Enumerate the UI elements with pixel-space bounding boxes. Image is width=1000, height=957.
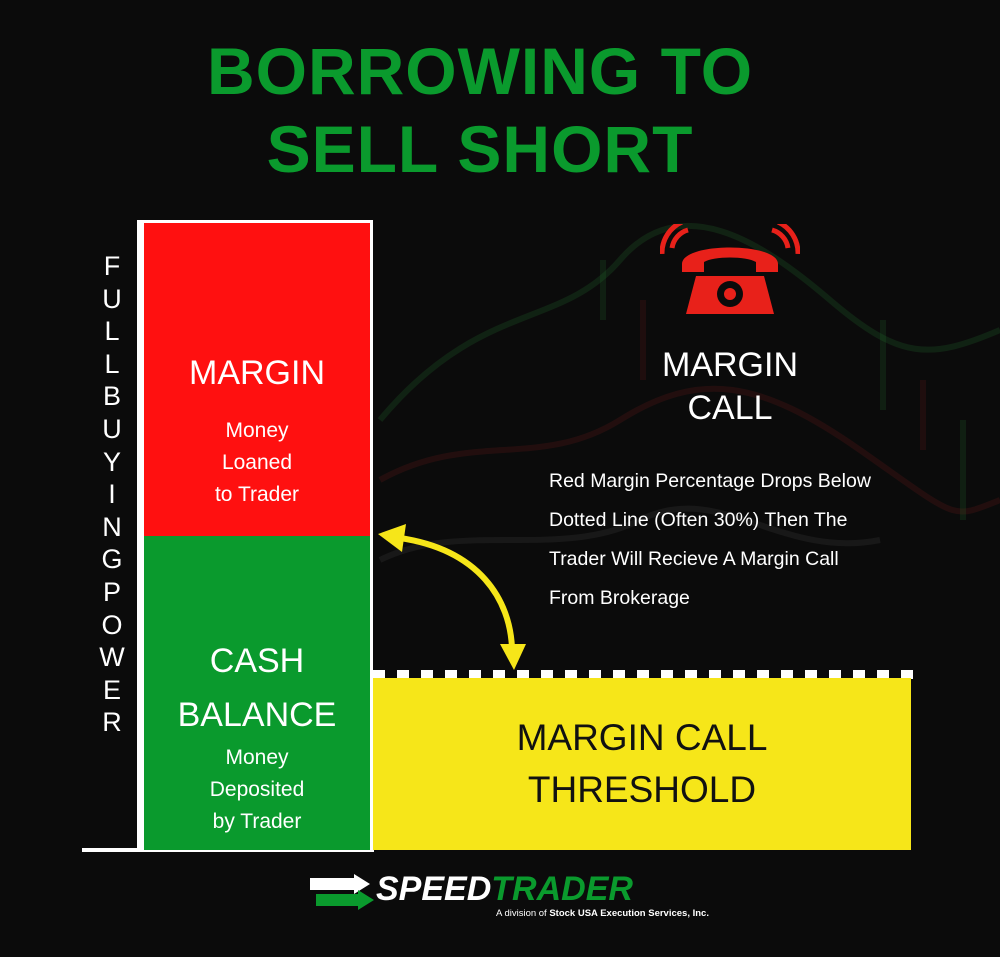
bracket-bottom-line <box>82 848 374 852</box>
margin-call-title: MARGIN CALL <box>600 344 860 430</box>
desc-line-4: From Brokerage <box>549 587 690 609</box>
logo-sub-company: Stock USA Execution Services, Inc. <box>549 908 709 919</box>
logo-subtitle: A division of Stock USA Execution Servic… <box>496 908 709 919</box>
threshold-line-1: MARGIN CALL <box>516 717 768 758</box>
vertical-letter: B <box>102 381 121 412</box>
speedtrader-arrows-icon <box>310 874 374 910</box>
vertical-letter: P <box>102 576 121 607</box>
margin-sub-2: Loaned <box>221 451 293 474</box>
logo-speed: SPEED <box>376 870 492 908</box>
vertical-letter: F <box>103 251 121 281</box>
logo-sub-prefix: A division of <box>496 908 547 919</box>
vertical-letter: L <box>104 316 120 347</box>
speedtrader-logo: SPEEDTRADER A division of Stock USA Exec… <box>310 868 710 928</box>
cash-sub-3: by Trader <box>212 810 302 833</box>
desc-line-2: Dotted Line (Often 30%) Then The <box>549 509 848 531</box>
margin-call-title-1: MARGIN <box>662 346 798 384</box>
margin-call-title-2: CALL <box>687 389 773 427</box>
vertical-letter: W <box>99 642 125 673</box>
cash-sub-2: Deposited <box>209 778 305 801</box>
cash-balance-box: CASH BALANCE Money Deposited by Trader <box>141 536 373 850</box>
title-line-2: SELL SHORT <box>266 112 694 186</box>
desc-line-1: Red Margin Percentage Drops Below <box>549 470 871 492</box>
double-headed-curved-arrow <box>378 524 526 670</box>
vertical-letter: Y <box>102 446 121 477</box>
bracket-top-line <box>137 220 141 852</box>
ringing-telephone-icon <box>660 224 800 314</box>
full-buying-power-label: F U L L B U Y I N G P O W E R <box>92 250 132 739</box>
logo-wordmark: SPEEDTRADER <box>376 870 633 909</box>
vertical-letter: I <box>108 479 116 510</box>
threshold-line-2: THRESHOLD <box>527 769 757 810</box>
margin-box: MARGIN Money Loaned to Trader <box>141 220 373 536</box>
margin-sub-3: to Trader <box>214 483 300 506</box>
vertical-letter: L <box>104 348 120 379</box>
vertical-letter: G <box>101 544 123 575</box>
vertical-letter: E <box>102 674 121 705</box>
margin-call-threshold-box: MARGIN CALL THRESHOLD <box>373 678 911 850</box>
cash-heading-2: BALANCE <box>177 696 337 734</box>
vertical-letter: O <box>101 609 123 640</box>
vertical-letter: U <box>102 283 122 314</box>
title-line-1: BORROWING TO <box>206 34 754 108</box>
margin-call-description: Red Margin Percentage Drops Below Dotted… <box>549 462 969 618</box>
cash-heading-1: CASH <box>209 642 305 680</box>
margin-heading: MARGIN <box>189 354 325 392</box>
vertical-letter: U <box>102 413 122 444</box>
desc-line-3: Trader Will Recieve A Margin Call <box>549 548 839 570</box>
diagram-title: BORROWING TO SELL SHORT <box>0 32 960 188</box>
vertical-letter: N <box>102 511 122 542</box>
threshold-dotted-line <box>373 670 913 679</box>
vertical-letter: R <box>102 707 122 738</box>
logo-trader: TRADER <box>491 870 633 908</box>
margin-sub-1: Money <box>225 419 289 442</box>
cash-sub-1: Money <box>225 746 289 769</box>
